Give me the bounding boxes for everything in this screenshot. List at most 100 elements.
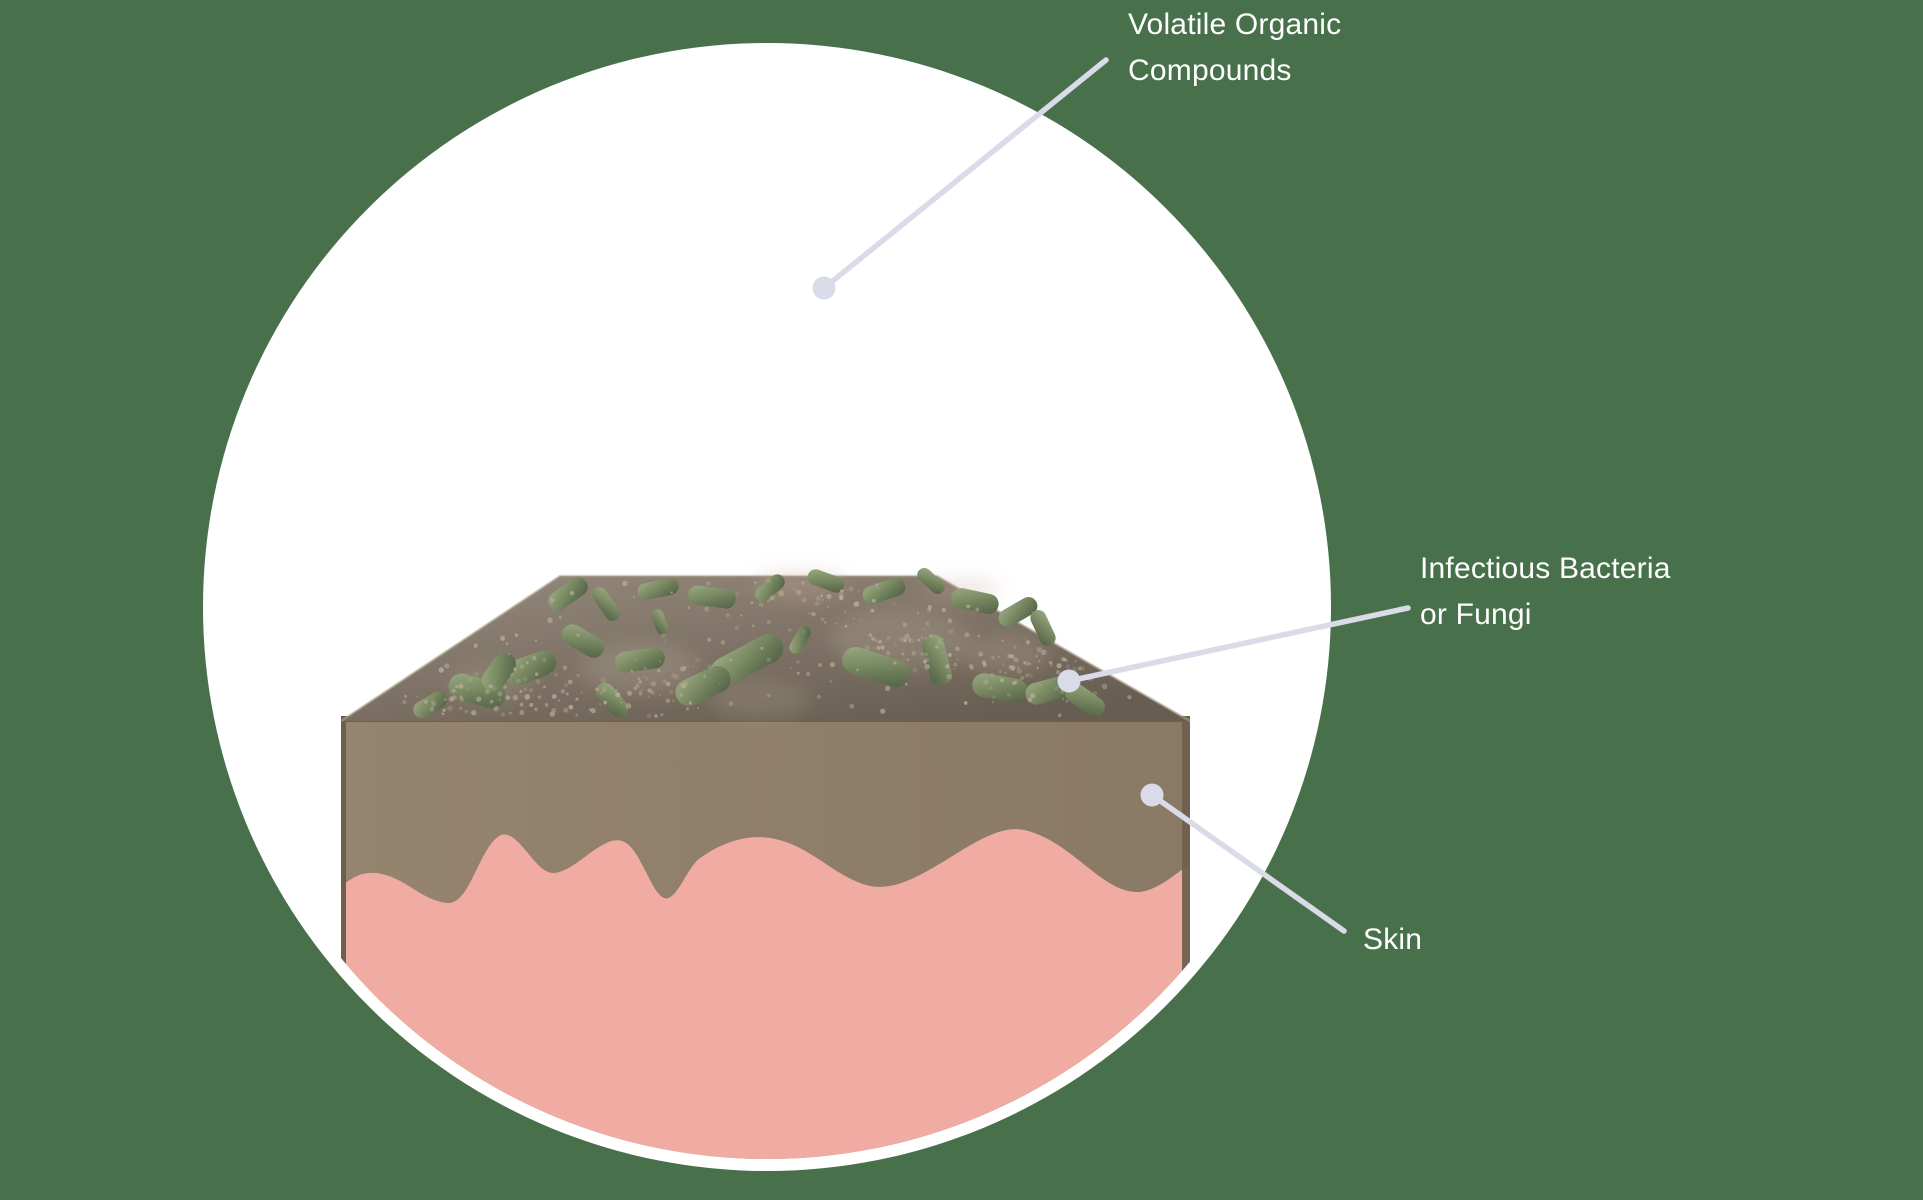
speckle <box>459 697 465 702</box>
speckle <box>838 592 844 598</box>
speckle <box>1054 685 1059 691</box>
bacterium <box>413 691 447 719</box>
speckle <box>620 701 622 704</box>
speckle <box>1002 663 1005 666</box>
speckle <box>654 714 658 718</box>
speckle <box>1027 662 1031 666</box>
speckle <box>1024 637 1028 640</box>
speckle <box>968 663 974 669</box>
speckle <box>488 706 491 709</box>
speckle <box>615 689 618 692</box>
speckle <box>820 617 825 622</box>
speckle <box>707 637 712 642</box>
speckle <box>674 674 680 680</box>
bacterium <box>789 626 811 654</box>
speckle <box>908 639 911 642</box>
speckle <box>849 586 854 592</box>
bacterium <box>548 577 588 611</box>
speckle <box>823 621 827 624</box>
voc-marker-dot <box>812 276 836 300</box>
speckle <box>1007 653 1012 659</box>
speckle <box>947 652 952 658</box>
speckle <box>523 687 528 692</box>
speckle <box>493 706 499 712</box>
speckle <box>452 695 457 700</box>
speckle <box>458 683 464 689</box>
speckle <box>529 702 534 708</box>
bacterium <box>710 633 784 687</box>
speckle <box>924 652 928 657</box>
skin-marker-dot <box>1140 783 1164 807</box>
speckle <box>977 634 981 638</box>
speckle <box>474 671 480 677</box>
speckle <box>515 678 522 684</box>
bacterium <box>1030 610 1056 646</box>
speckle <box>937 640 942 644</box>
speckle <box>1049 656 1052 659</box>
voc-label-line1: Volatile Organic <box>1128 8 1342 41</box>
speckle <box>1048 660 1053 665</box>
speckle <box>876 645 881 650</box>
speckle <box>849 703 855 709</box>
speckle <box>929 634 933 638</box>
speckle <box>696 707 699 710</box>
speckle <box>534 707 538 711</box>
speckle <box>868 633 873 637</box>
speckle <box>893 602 896 605</box>
speckle <box>680 666 686 672</box>
speckle <box>822 598 824 601</box>
speckle <box>920 635 925 640</box>
speckle <box>576 673 580 678</box>
speckle <box>893 661 897 665</box>
speckle <box>508 711 512 715</box>
speckle <box>658 660 661 663</box>
speckle <box>926 607 932 613</box>
speckle <box>542 657 547 662</box>
speckle <box>966 604 970 609</box>
speckle <box>575 697 579 701</box>
speckle <box>729 658 733 662</box>
speckle <box>1040 649 1047 656</box>
speckle <box>687 606 690 609</box>
speckle <box>441 712 445 716</box>
speckle <box>956 658 959 661</box>
speckle <box>535 679 541 685</box>
speckle <box>706 581 711 586</box>
speckle <box>668 690 674 695</box>
speckle <box>801 597 808 604</box>
speckle <box>815 595 821 602</box>
skin-leader-line <box>1149 792 1347 934</box>
speckle <box>643 666 647 671</box>
speckle <box>500 712 505 717</box>
speckle <box>626 690 633 696</box>
speckle <box>970 666 974 670</box>
speckle <box>671 699 675 703</box>
speckle <box>872 638 875 641</box>
bacterium <box>842 646 910 688</box>
speckle <box>766 657 772 663</box>
speckle <box>1016 668 1023 674</box>
speckle <box>1039 684 1042 686</box>
speckle <box>870 608 875 613</box>
bacterium <box>755 574 785 602</box>
speckle <box>640 688 643 691</box>
speckle <box>459 695 463 699</box>
speckle <box>600 677 607 683</box>
speckle <box>886 635 891 640</box>
speckle <box>1030 693 1035 699</box>
bacterium <box>637 577 679 601</box>
speckle <box>703 674 707 678</box>
speckle <box>927 605 932 609</box>
speckle <box>1092 690 1098 696</box>
speckle <box>997 655 1000 658</box>
speckle <box>941 607 947 613</box>
speckle <box>670 591 673 594</box>
speckle <box>564 683 569 688</box>
speckle <box>796 589 802 595</box>
speckle <box>551 707 557 714</box>
speckle <box>549 711 556 717</box>
speckle <box>765 577 771 584</box>
bacterium <box>807 569 845 593</box>
speckle <box>852 617 855 620</box>
speckle <box>843 610 847 614</box>
